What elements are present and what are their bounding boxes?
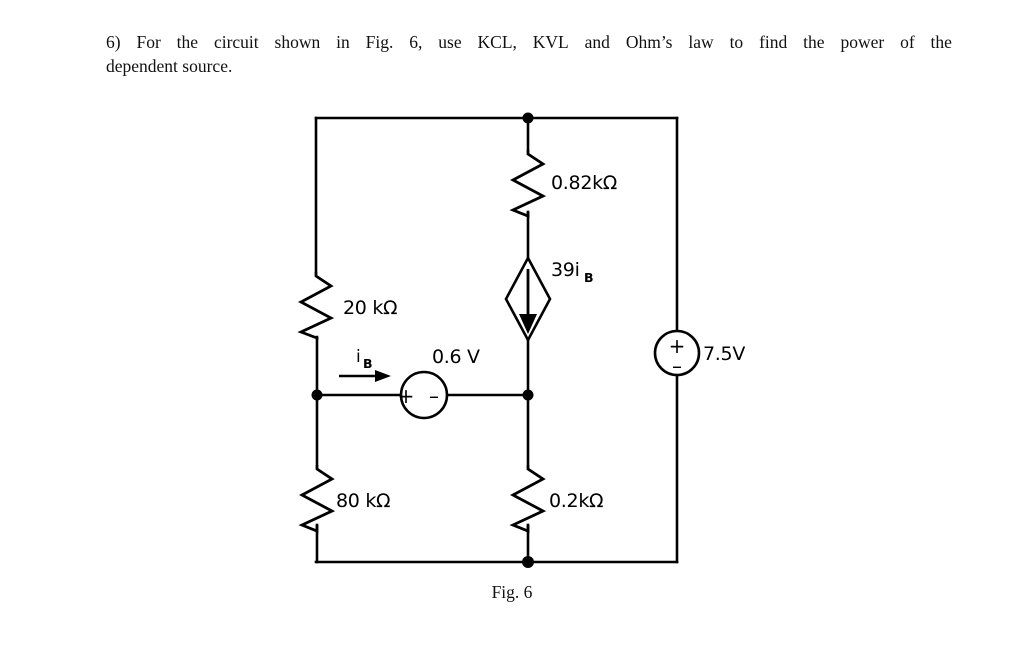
voltage-source-7.5v: + – 7.5V [653, 329, 746, 378]
polarity-minus: – [672, 354, 682, 378]
problem-statement: 6) For the circuit shown in Fig. 6, use … [106, 30, 952, 78]
resistor-label-80k: 80 kΩ [336, 490, 390, 512]
resistor-20k: 20 kΩ [297, 272, 398, 341]
circuit-figure: 0.82kΩ 39i B 20 kΩ 80 kΩ [0, 88, 1024, 588]
problem-word: For [136, 32, 161, 52]
problem-word: in [336, 32, 350, 52]
resistor-label-0.2k: 0.2kΩ [549, 490, 603, 512]
problem-line-1: 6) For the circuit shown in Fig. 6, use … [106, 30, 952, 54]
voltage-source-label-7.5v: 7.5V [703, 343, 745, 365]
resistor-zigzag [509, 150, 547, 219]
circuit-nodes [311, 112, 534, 568]
arrow-head-icon [519, 314, 537, 334]
voltage-source-label-0.6v: 0.6 V [432, 346, 480, 368]
resistor-label-20k: 20 kΩ [343, 297, 397, 319]
source-circle [653, 329, 701, 377]
node-dot-mid-middle [522, 389, 534, 401]
problem-word: power [840, 32, 885, 52]
problem-word: Ohm’s [625, 32, 673, 52]
current-label-main: i [356, 347, 361, 367]
dependent-source-label: 39i [551, 259, 580, 281]
figure-caption: Fig. 6 [491, 582, 533, 602]
resistor-zigzag [298, 465, 336, 534]
problem-word: Fig. [365, 32, 394, 52]
polarity-minus: – [429, 384, 439, 408]
problem-word: circuit [213, 32, 259, 52]
resistor-label-0.82k: 0.82kΩ [551, 172, 617, 194]
resistor-80k: 80 kΩ [298, 465, 391, 534]
problem-number: 6) [106, 32, 121, 52]
dependent-current-source: 39i B [504, 255, 594, 343]
node-dot-bottom-middle [522, 556, 534, 568]
circuit-diagram: 0.82kΩ 39i B 20 kΩ 80 kΩ [297, 112, 746, 568]
node-dot-top-middle [522, 112, 534, 124]
resistor-zigzag [509, 465, 547, 534]
problem-word: the [176, 32, 199, 52]
problem-word: 6, [409, 32, 423, 52]
problem-word: of [900, 32, 915, 52]
current-label-ib: i B [339, 347, 391, 382]
problem-line-2: dependent source. [106, 56, 233, 76]
dependent-source-label-subscript: B [584, 270, 594, 285]
voltage-source-0.6v: + – 0.6 V [398, 346, 480, 420]
problem-word: KCL, [477, 32, 517, 52]
problem-word: use [438, 32, 462, 52]
problem-word: shown [274, 32, 321, 52]
resistor-zigzag [297, 272, 335, 341]
problem-word: to [729, 32, 744, 52]
problem-word: the [803, 32, 825, 52]
node-dot-mid-left [311, 389, 323, 401]
resistor-0.82k: 0.82kΩ [509, 150, 617, 219]
polarity-plus: + [669, 334, 686, 358]
problem-word: the [930, 32, 952, 52]
current-arrow-head-icon [375, 370, 391, 382]
problem-word: law [688, 32, 714, 52]
problem-word: and [584, 32, 610, 52]
problem-word: KVL [532, 32, 569, 52]
problem-word: find [759, 32, 788, 52]
polarity-plus: + [398, 384, 415, 408]
resistor-0.2k: 0.2kΩ [509, 465, 604, 534]
diamond-shape [504, 255, 552, 343]
current-label-subscript: B [363, 356, 373, 371]
source-circle [399, 370, 449, 420]
